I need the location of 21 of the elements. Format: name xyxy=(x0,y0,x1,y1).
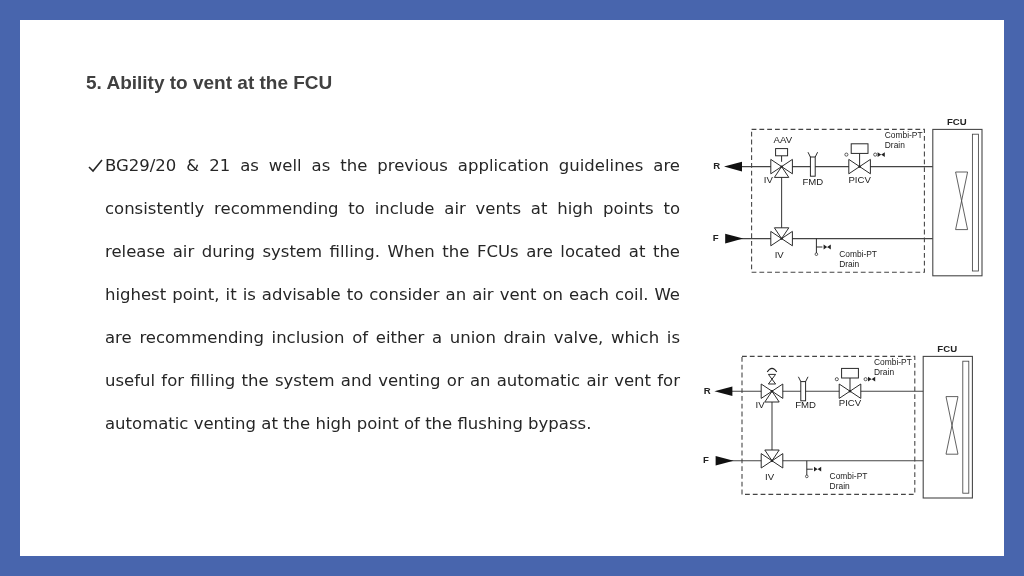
note-label: Combi-PT Drain xyxy=(829,472,868,491)
slide-title: 5. Ability to vent at the FCU xyxy=(86,72,333,94)
component-label: PICV xyxy=(848,176,871,186)
note-label: Combi-PT Drain xyxy=(874,358,913,377)
pipe-label: R xyxy=(703,386,711,396)
unit-label: FCU xyxy=(946,117,967,127)
component-label: FMD xyxy=(795,400,816,411)
component-label: IV xyxy=(774,250,784,261)
component-label: IV xyxy=(755,400,765,411)
note-label: Combi-PT Drain xyxy=(884,131,924,150)
note-label: Combi-PT Drain xyxy=(839,250,878,268)
component-label: FMD xyxy=(802,177,824,187)
pipe-label: R xyxy=(713,161,721,172)
component-label: IV xyxy=(765,472,775,483)
pipe-label: F xyxy=(703,456,709,466)
component-label: IV xyxy=(763,176,773,186)
component-label: AAV xyxy=(773,135,793,145)
body-text: BG29/20 & 21 as well as the previous application guidelines are consistently recommending to include air vents at high points to release air during system filling. When the FCUs are located at the highest point, it is advisable to consider an air vent on each coil. We are recommending inclusion of either a union drain valve, which is useful for filling the system and venting or an automatic air vent for automatic venting at the high point of the flushing bypass. xyxy=(105,155,680,435)
unit-label: FCU xyxy=(937,344,958,354)
pipe-label: F xyxy=(712,233,719,244)
component-label: PICV xyxy=(838,398,862,408)
